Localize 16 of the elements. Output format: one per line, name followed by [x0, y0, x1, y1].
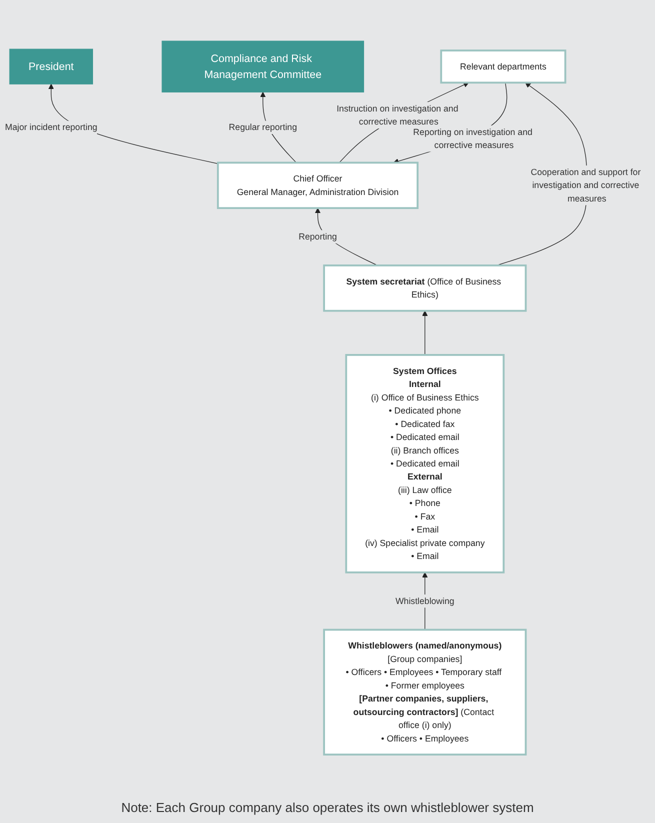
edge-label: Whistleblowing — [395, 596, 454, 606]
edge-label: Reporting on investigation and corrective measures — [413, 126, 532, 150]
node-box: System Offices Internal (i) Office of Business Ethics • Dedicated phone • Dedicated fax • Dedicated email (ii) Branch offices • Dedicated email External (iii) Law office • Phone • Fax • Email (iv) Specialist private company • Email — [345, 354, 505, 574]
node-box: Chief Officer General Manager, Administration Division — [216, 162, 419, 210]
node-box: Whistleblowers (named/anonymous) [Group companies] • Officers • Employees • Temporary staff • Former employees [Partner companies, suppliers, outsourcing contractors] (Contact office (i) only) • Officers • Employees — [323, 629, 527, 756]
edge-label: Major incident reporting — [5, 122, 98, 132]
edge-label: Cooperation and support for investigation and corrective measures — [530, 166, 641, 204]
edge-label: Reporting — [298, 232, 337, 242]
node-box: Relevant departments — [440, 50, 566, 84]
note-text: Note: Each Group company also operates its own whistleblower system — [120, 799, 535, 817]
edge-label: Regular reporting — [228, 122, 297, 132]
edge-label: Instruction on investigation and corrective measures — [336, 103, 458, 127]
arrow — [422, 310, 428, 356]
node-box: System secretariat (Office of Business Ethics) — [323, 264, 527, 312]
node-box: President — [9, 48, 94, 85]
node-box: Compliance and Risk Management Committee — [162, 40, 364, 93]
